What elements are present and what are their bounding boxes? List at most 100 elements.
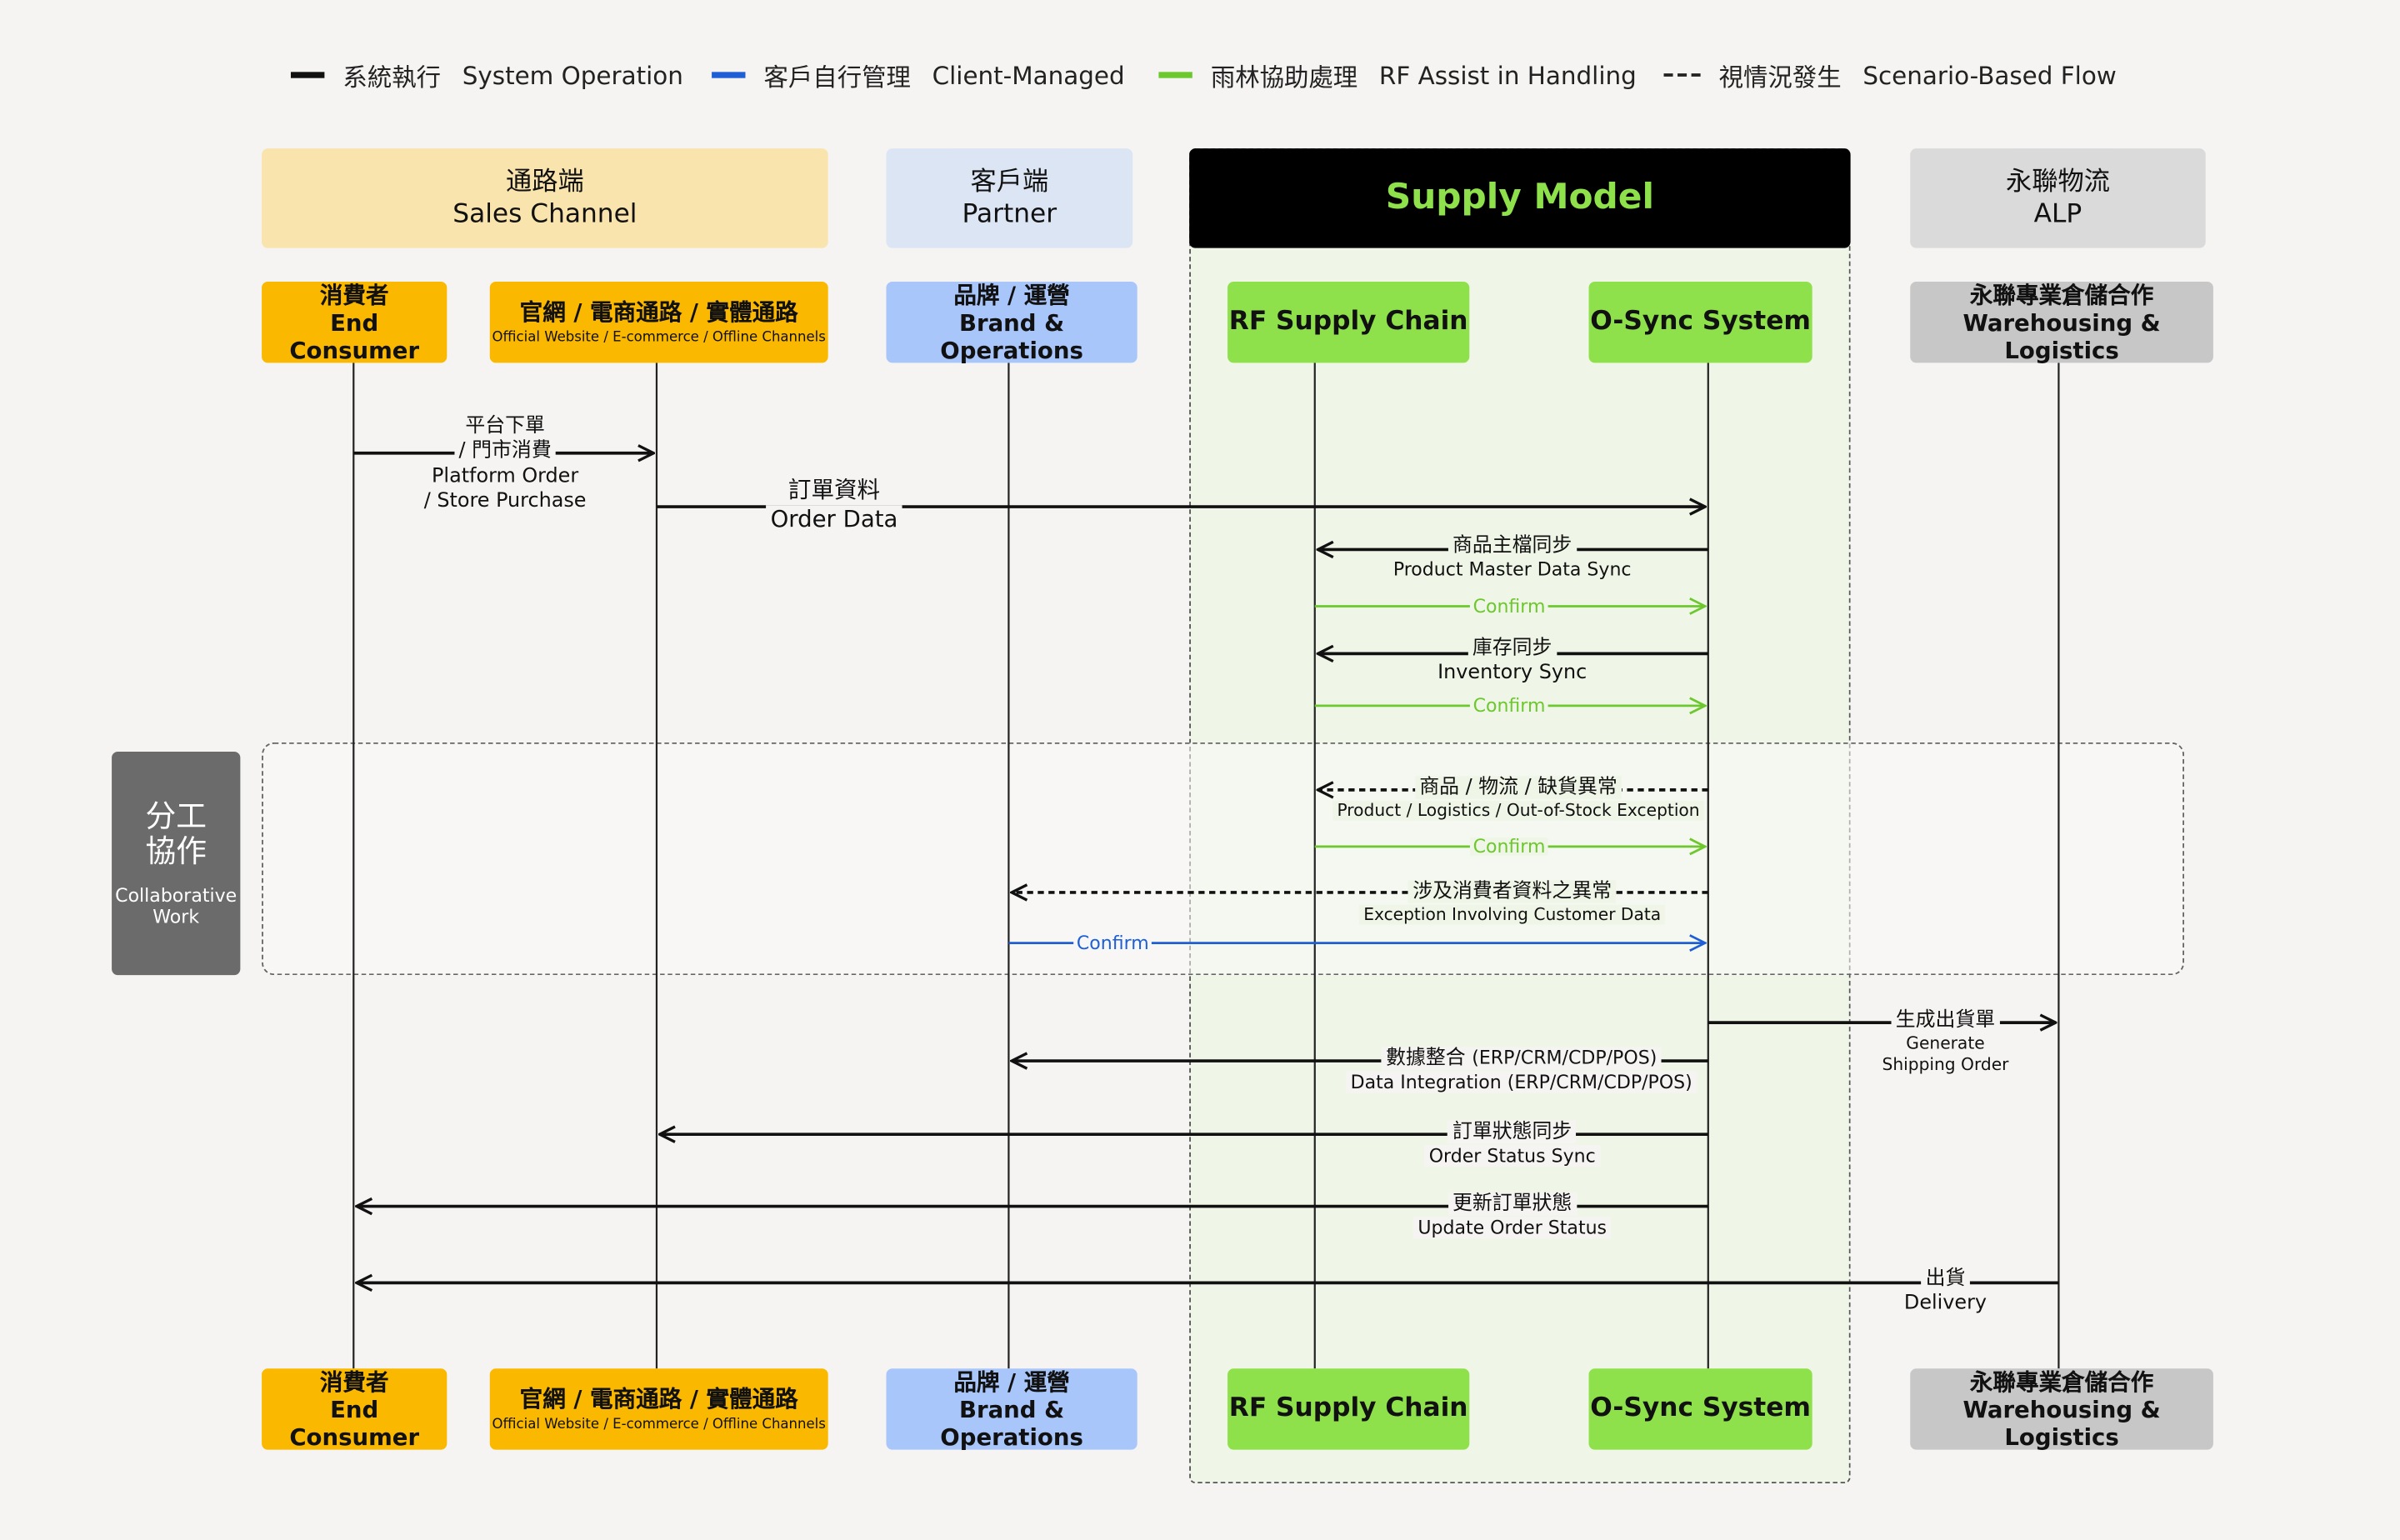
- legend-system-operation: 系統執行 System Operation: [290, 55, 683, 95]
- legend-label-zh: 雨林協助處理: [1210, 62, 1358, 92]
- group-partner-zh: 客戶端: [970, 167, 1049, 198]
- confirm-label-3: Confirm: [1469, 838, 1549, 856]
- msg-zh: 庫存同步: [1468, 637, 1557, 660]
- msg-zh: 商品主檔同步: [1448, 534, 1577, 558]
- actor-zh: 品牌 / 運營: [953, 1368, 1070, 1396]
- collab-zh-line1: 分工: [145, 797, 207, 834]
- group-supply-model-en: Supply Model: [1385, 177, 1654, 218]
- actor-en: O-Sync System: [1590, 306, 1811, 338]
- msg-en: Order Status Sync: [1424, 1145, 1601, 1168]
- actor-en: Brand & Operations: [940, 1395, 1083, 1451]
- group-sales-channel-zh: 通路端: [506, 167, 584, 198]
- actor-warehouse-bottom: 永聯專業倉儲合作 Warehousing & Logistics: [1910, 1368, 2213, 1451]
- msg-en: Exception Involving Customer Data: [1358, 905, 1666, 925]
- msg-zh-extra: (ERP/CRM/CDP/POS): [1472, 1047, 1658, 1069]
- legend-swatch-dashed: [1663, 73, 1701, 77]
- group-partner: 客戶端 Partner: [886, 148, 1133, 248]
- actor-warehouse-top: 永聯專業倉儲合作 Warehousing & Logistics: [1910, 281, 2213, 363]
- collab-zh-line2: 協作: [145, 832, 207, 869]
- actor-en: End Consumer: [289, 308, 420, 364]
- legend-scenario-based: 視情況發生 Scenario-Based Flow: [1663, 55, 2117, 95]
- actor-zh: 永聯專業倉儲合作: [1969, 281, 2154, 309]
- actor-channels-top: 官網 / 電商通路 / 實體通路 Official Website / E-co…: [489, 282, 828, 363]
- msg-data-integration-label: 數據整合 (ERP/CRM/CDP/POS) Data Integration …: [1346, 1047, 1698, 1094]
- legend-label-en: Client-Managed: [932, 60, 1125, 90]
- collaborative-work-tag: 分工 協作 Collaborative Work: [112, 751, 241, 976]
- msg-order-data-label: 訂單資料 Order Data: [766, 476, 902, 533]
- group-supply-model: Supply Model: [1189, 148, 1851, 248]
- msg-en1: Generate: [1901, 1033, 1990, 1054]
- actor-channels-bottom: 官網 / 電商通路 / 實體通路 Official Website / E-co…: [489, 1368, 828, 1450]
- legend-swatch-blue: [712, 72, 746, 78]
- group-sales-channel-en: Sales Channel: [452, 198, 638, 229]
- legend-label-en: Scenario-Based Flow: [1862, 60, 2117, 90]
- actor-zh: 品牌 / 運營: [953, 281, 1070, 309]
- msg-update-order-status-label: 更新訂單狀態 Update Order Status: [1412, 1192, 1612, 1240]
- msg-inventory-sync-label: 庫存同步 Inventory Sync: [1432, 637, 1592, 687]
- actor-zh: 官網 / 電商通路 / 實體通路: [519, 1384, 798, 1412]
- msg-zh: 訂單狀態同步: [1448, 1120, 1577, 1144]
- confirm-label-client: Confirm: [1073, 933, 1152, 952]
- msg-product-master-sync-label: 商品主檔同步 Product Master Data Sync: [1388, 534, 1637, 582]
- actor-brand-bottom: 品牌 / 運營 Brand & Operations: [886, 1368, 1138, 1451]
- legend-label-en: System Operation: [462, 60, 683, 90]
- actor-rf-top: RF Supply Chain: [1228, 282, 1470, 363]
- actor-en: Official Website / E-commerce / Offline …: [492, 330, 826, 346]
- legend-label-zh: 系統執行: [342, 62, 442, 92]
- actor-en: RF Supply Chain: [1228, 306, 1468, 338]
- msg-en: Order Data: [766, 504, 902, 532]
- msg-en: Update Order Status: [1412, 1217, 1612, 1239]
- msg-generate-shipping-label: 生成出貨單 Generate Shipping Order: [1877, 1008, 2013, 1076]
- group-alp-en: ALP: [2033, 198, 2082, 229]
- msg-customer-data-exception-label: 涉及消費者資料之異常 Exception Involving Customer …: [1358, 880, 1666, 926]
- msg-zh: 商品 / 物流 / 缺貨異常: [1414, 776, 1622, 799]
- msg-en: Delivery: [1899, 1292, 1992, 1316]
- actor-zh: 消費者: [319, 281, 389, 309]
- msg-platform-order-label: 平台下單 / 門市消費 Platform Order / Store Purch…: [419, 414, 592, 514]
- msg-zh2: / 門市消費: [454, 439, 557, 463]
- msg-en: Product / Logistics / Out-of-Stock Excep…: [1332, 801, 1705, 822]
- actor-en: RF Supply Chain: [1228, 1393, 1468, 1424]
- actor-brand-top: 品牌 / 運營 Brand & Operations: [886, 281, 1138, 364]
- legend-label-en: RF Assist in Handling: [1378, 60, 1637, 90]
- actor-rf-bottom: RF Supply Chain: [1228, 1368, 1470, 1450]
- actor-osync-bottom: O-Sync System: [1588, 1368, 1812, 1450]
- actor-osync-top: O-Sync System: [1588, 282, 1812, 363]
- group-alp: 永聯物流 ALP: [1910, 148, 2206, 248]
- msg-en2: Shipping Order: [1877, 1054, 2013, 1075]
- msg-zh: 更新訂單狀態: [1448, 1192, 1577, 1216]
- group-sales-channel: 通路端 Sales Channel: [262, 148, 828, 248]
- msg-product-exception-label: 商品 / 物流 / 缺貨異常 Product / Logistics / Out…: [1332, 776, 1705, 822]
- legend-label-zh: 客戶自行管理: [763, 62, 911, 92]
- legend-swatch-black: [290, 72, 325, 78]
- actor-en: O-Sync System: [1590, 1393, 1811, 1424]
- msg-zh1: 平台下單: [460, 414, 550, 438]
- msg-en: Data Integration (ERP/CRM/CDP/POS): [1346, 1072, 1698, 1094]
- group-alp-zh: 永聯物流: [2006, 167, 2110, 198]
- actor-en: Official Website / E-commerce / Offline …: [492, 1417, 826, 1432]
- collab-en-line1: Collaborative: [115, 884, 238, 906]
- msg-en1: Platform Order: [427, 464, 583, 488]
- msg-en: Inventory Sync: [1432, 662, 1592, 685]
- msg-zh: 生成出貨單: [1891, 1008, 2000, 1032]
- legend-swatch-green: [1158, 72, 1192, 78]
- actor-en: End Consumer: [289, 1395, 420, 1451]
- msg-zh: 出貨: [1921, 1268, 1970, 1291]
- msg-en: Product Master Data Sync: [1388, 558, 1637, 581]
- actor-en: Brand & Operations: [940, 308, 1083, 364]
- actor-consumer-top: 消費者 End Consumer: [262, 281, 448, 364]
- actor-zh: 官網 / 電商通路 / 實體通路: [519, 298, 798, 326]
- msg-en2: / Store Purchase: [419, 489, 592, 512]
- actor-zh: 永聯專業倉儲合作: [1969, 1368, 2154, 1396]
- msg-zh: 訂單資料: [783, 476, 885, 504]
- collab-en-line2: Work: [152, 906, 200, 928]
- msg-delivery-label: 出貨 Delivery: [1899, 1268, 1992, 1318]
- msg-zh: 涉及消費者資料之異常: [1408, 880, 1617, 903]
- group-partner-en: Partner: [962, 198, 1058, 229]
- confirm-label-2: Confirm: [1469, 696, 1549, 715]
- msg-zh: 數據整合: [1386, 1047, 1466, 1071]
- actor-en: Warehousing & Logistics: [1962, 1395, 2161, 1451]
- confirm-label-1: Confirm: [1469, 597, 1549, 616]
- legend-label-zh: 視情況發生: [1718, 62, 1842, 92]
